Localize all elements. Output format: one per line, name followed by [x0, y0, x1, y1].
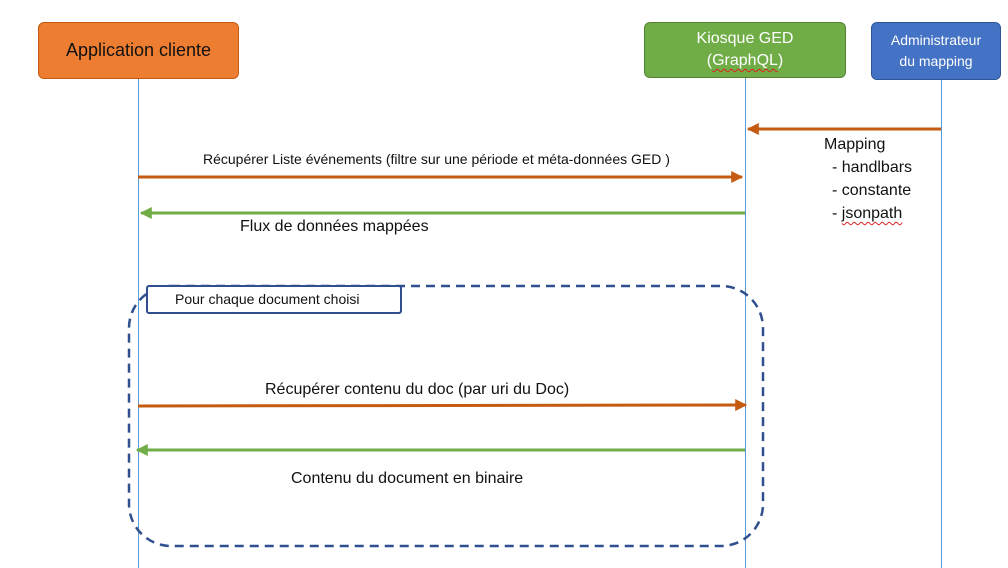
- mapping-note: Mapping handlbars constante jsonpath: [824, 133, 912, 225]
- mapping-note-list: handlbars constante jsonpath: [824, 156, 912, 225]
- participant-label-line1: Kiosque GED: [696, 30, 794, 47]
- mapping-item: constante: [832, 179, 912, 202]
- participant-label-line1: Administrateur: [890, 32, 982, 48]
- mapping-item: handlbars: [832, 156, 912, 179]
- lifeline-application-cliente: [138, 79, 139, 568]
- participant-administrateur: Administrateur du mapping: [871, 22, 1001, 80]
- message-label-recuperer-liste: Récupérer Liste événements (filtre sur u…: [203, 151, 670, 167]
- loop-label: Pour chaque document choisi: [146, 285, 402, 314]
- loop-frame: [127, 284, 765, 548]
- mapping-item: jsonpath: [832, 202, 912, 225]
- message-label-contenu-binaire: Contenu du document en binaire: [291, 470, 524, 487]
- mapping-note-title: Mapping: [824, 136, 886, 153]
- lifeline-kiosque-ged: [745, 78, 746, 568]
- participant-label: Application cliente: [65, 40, 212, 60]
- message-arrow-recuperer-contenu: [137, 399, 748, 412]
- message-label-recuperer-contenu: Récupérer contenu du doc (par uri du Doc…: [265, 381, 570, 398]
- participant-label-line2: GraphQL: [712, 52, 778, 69]
- participant-kiosque-ged: Kiosque GED (GraphQL): [644, 22, 846, 78]
- lifeline-administrateur: [941, 80, 942, 568]
- participant-label-line2: du mapping: [899, 53, 973, 69]
- message-label-flux-donnees: Flux de données mappées: [240, 218, 429, 235]
- participant-application-cliente: Application cliente: [38, 22, 239, 79]
